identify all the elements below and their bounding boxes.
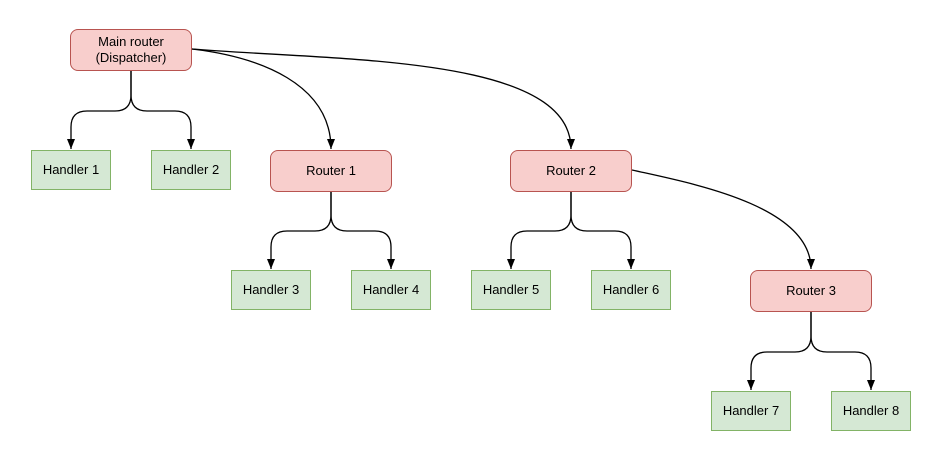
node-router-1: Router 1	[270, 150, 392, 192]
node-label-line: Handler 6	[602, 282, 660, 297]
node-label-line: Handler 3	[242, 282, 300, 297]
node-label-line: Handler 4	[362, 282, 420, 297]
edge-router-3-to-handler-8	[810, 312, 875, 390]
edge-main-router-to-router-2	[191, 48, 575, 150]
node-handler-2: Handler 2	[151, 150, 231, 190]
node-label-line: (Dispatcher)	[95, 50, 167, 65]
edge-router-2-to-handler-6	[570, 192, 635, 269]
node-handler-6: Handler 6	[591, 270, 671, 310]
node-label-line: Router 3	[786, 283, 836, 298]
node-handler-3: Handler 3	[231, 270, 311, 310]
edge-router-2-to-handler-5	[507, 192, 572, 269]
node-router-3: Router 3	[750, 270, 872, 312]
node-label-line: Handler 8	[842, 403, 900, 418]
node-main-router: Main router(Dispatcher)	[70, 29, 192, 71]
node-router-2: Router 2	[510, 150, 632, 192]
node-handler-1: Handler 1	[31, 150, 111, 190]
node-handler-8: Handler 8	[831, 391, 911, 431]
node-label-line: Handler 5	[482, 282, 540, 297]
node-label-line: Main router	[98, 34, 164, 49]
node-label-line: Handler 1	[42, 162, 100, 177]
edge-router-1-to-handler-4	[330, 192, 395, 269]
edge-main-router-to-handler-2	[130, 71, 195, 149]
node-handler-5: Handler 5	[471, 270, 551, 310]
node-label-line: Handler 7	[722, 403, 780, 418]
node-label-line: Router 1	[306, 163, 356, 178]
node-label-line: Handler 2	[162, 162, 220, 177]
edge-main-router-to-router-1	[191, 48, 335, 150]
edge-router-3-to-handler-7	[747, 312, 812, 390]
edge-router-2-to-router-3	[631, 169, 815, 270]
node-label-line: Router 2	[546, 163, 596, 178]
node-handler-7: Handler 7	[711, 391, 791, 431]
node-handler-4: Handler 4	[351, 270, 431, 310]
edge-main-router-to-handler-1	[67, 71, 132, 149]
edge-router-1-to-handler-3	[267, 192, 332, 269]
